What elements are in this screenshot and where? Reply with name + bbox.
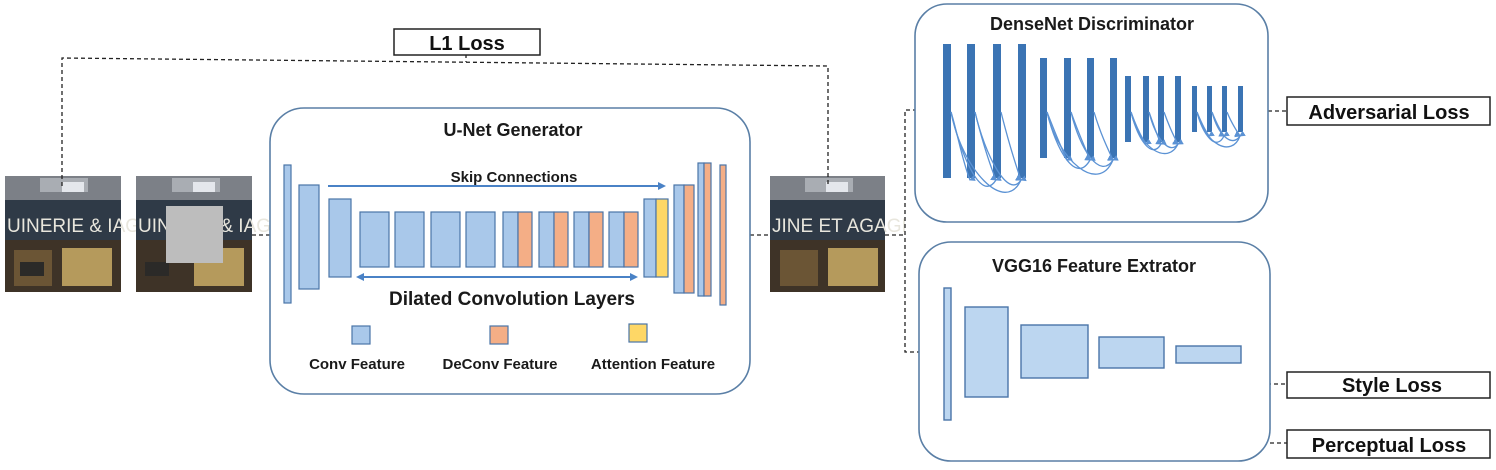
input-sign-text: UINERIE & IAGAGI xyxy=(7,216,173,237)
vgg16-feature-extractor-panel: VGG16 Feature Extrator xyxy=(918,241,1271,462)
legend-deconv-label: DeConv Feature xyxy=(442,356,557,373)
gen-dilated-layer-4 xyxy=(465,211,496,268)
masked-image: UINERIE & IAGAGI xyxy=(136,176,304,292)
gen-dilated-layer-3 xyxy=(430,211,461,268)
legend-deconv-swatch xyxy=(489,325,509,345)
mask-region xyxy=(166,206,223,263)
dense-block-2-connections xyxy=(1046,111,1119,175)
dense-block-4-layer-1 xyxy=(1192,86,1197,132)
dense-block-2-layer-2 xyxy=(1064,58,1071,158)
l1-loss-box: L1 Loss xyxy=(393,28,541,56)
legend-attention-swatch xyxy=(628,323,648,343)
gen-attention-conv xyxy=(643,198,657,278)
gen-concat-conv-3 xyxy=(573,211,590,268)
gen-dilated-layer-2 xyxy=(394,211,425,268)
vgg-layer-2 xyxy=(964,306,1009,398)
dense-block-1-layer-1 xyxy=(943,44,951,178)
dense-block-1-connections xyxy=(950,111,1027,193)
dense-block-3-layer-4 xyxy=(1175,76,1181,142)
perceptual-loss-label: Perceptual Loss xyxy=(1312,435,1467,457)
gen-concat-deconv-4 xyxy=(623,211,639,268)
gen-concat-conv-1 xyxy=(502,211,519,268)
gen-concat-deconv-3 xyxy=(588,211,604,268)
gen-decoder-deconv-1 xyxy=(683,184,695,294)
dense-block-4-layer-4 xyxy=(1238,86,1243,132)
gen-concat-conv-2 xyxy=(538,211,555,268)
gen-conv-layer-2 xyxy=(298,184,320,290)
dense-block-1-layer-2 xyxy=(967,44,975,178)
unet-generator-panel: U-Net Generator Skip Connections Dilated… xyxy=(269,107,751,395)
discriminator-title: DenseNet Discriminator xyxy=(990,14,1194,34)
gen-decoder-conv-1 xyxy=(673,184,685,294)
dense-block-3-layer-1 xyxy=(1125,76,1131,142)
dense-block-2-layer-4 xyxy=(1110,58,1117,158)
adversarial-loss-label: Adversarial Loss xyxy=(1308,102,1469,124)
dense-block-3-connections xyxy=(1130,111,1184,155)
vgg-title: VGG16 Feature Extrator xyxy=(992,256,1196,276)
gen-attention-layer xyxy=(655,198,669,278)
legend-conv-swatch xyxy=(351,325,371,345)
dense-block-4-layer-2 xyxy=(1207,86,1212,132)
gen-output-layer xyxy=(719,164,727,306)
skip-connections-label: Skip Connections xyxy=(451,169,578,186)
input-image: UINERIE & IAGAGI xyxy=(5,176,173,292)
gen-concat-conv-4 xyxy=(608,211,625,268)
vgg-layer-5 xyxy=(1175,345,1242,364)
gen-concat-deconv-2 xyxy=(553,211,569,268)
dense-block-2-layer-3 xyxy=(1087,58,1094,158)
dense-block-4-layer-3 xyxy=(1222,86,1227,132)
output-image: JINE ET AGAGI xyxy=(770,176,907,292)
dense-block-2-layer-1 xyxy=(1040,58,1047,158)
dilated-conv-label: Dilated Convolution Layers xyxy=(389,289,635,310)
style-loss-label: Style Loss xyxy=(1342,375,1442,397)
output-sign-text: JINE ET AGAGI xyxy=(772,216,907,237)
generator-title: U-Net Generator xyxy=(443,120,582,140)
dense-block-4-connections xyxy=(1196,111,1246,148)
gen-concat-deconv-1 xyxy=(517,211,533,268)
gen-dilated-layer-1 xyxy=(359,211,390,268)
gen-conv-layer-3 xyxy=(328,198,352,278)
gen-conv-layer-1 xyxy=(283,164,292,304)
densenet-discriminator-panel: DenseNet Discriminator xyxy=(914,3,1269,223)
gen-decoder-conv-2 xyxy=(697,162,705,297)
style-loss-box: Style Loss xyxy=(1286,371,1491,399)
dense-block-3-layer-3 xyxy=(1158,76,1164,142)
legend-conv-label: Conv Feature xyxy=(309,356,405,373)
legend-attention-label: Attention Feature xyxy=(591,356,715,373)
dense-block-3-layer-2 xyxy=(1143,76,1149,142)
vgg-layer-4 xyxy=(1098,336,1165,369)
dense-block-1-layer-3 xyxy=(993,44,1001,178)
adversarial-loss-box: Adversarial Loss xyxy=(1286,96,1491,126)
vgg-layer-3 xyxy=(1020,324,1089,379)
vgg-layer-1 xyxy=(943,287,952,421)
perceptual-loss-box: Perceptual Loss xyxy=(1286,429,1491,459)
dense-block-1-layer-4 xyxy=(1018,44,1026,178)
l1-loss-label: L1 Loss xyxy=(429,33,505,55)
gen-decoder-deconv-2 xyxy=(703,162,712,297)
